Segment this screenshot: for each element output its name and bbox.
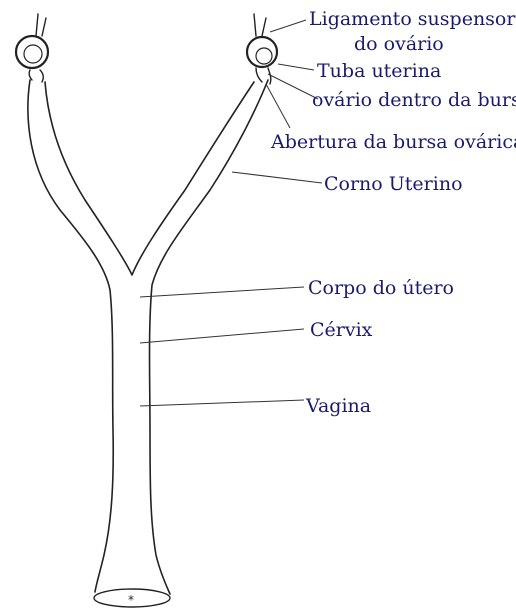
left-ovary <box>16 14 48 82</box>
lead-corpo <box>140 287 304 297</box>
leader-lines <box>140 20 322 406</box>
lead-ovario <box>268 74 318 99</box>
label-ovario-bursa: ovário dentro da bursa <box>312 89 516 111</box>
lead-cervix <box>140 329 304 343</box>
tract-outline: * <box>28 80 268 607</box>
label-ligamento-line2: do ovário <box>354 33 444 55</box>
label-tuba-uterina: Tuba uterina <box>317 60 441 82</box>
label-corno-uterino: Corno Uterino <box>324 173 463 195</box>
label-corpo-utero: Corpo do útero <box>308 277 454 299</box>
lead-abertura <box>266 84 290 128</box>
label-vagina: Vagina <box>306 395 371 417</box>
lead-corno <box>232 172 322 183</box>
right-ovary <box>247 14 277 84</box>
inner-fork-edge <box>45 82 254 275</box>
lead-tuba <box>278 64 314 70</box>
label-abertura-bursa: Abertura da bursa ovárica <box>271 131 516 153</box>
opening-mark: * <box>128 593 134 607</box>
label-cervix: Cérvix <box>310 319 372 341</box>
left-outer-edge <box>28 80 113 592</box>
lead-ligamento <box>270 20 306 32</box>
lead-vagina <box>140 400 304 406</box>
label-ligamento-line1: Ligamento suspensor <box>309 8 515 30</box>
